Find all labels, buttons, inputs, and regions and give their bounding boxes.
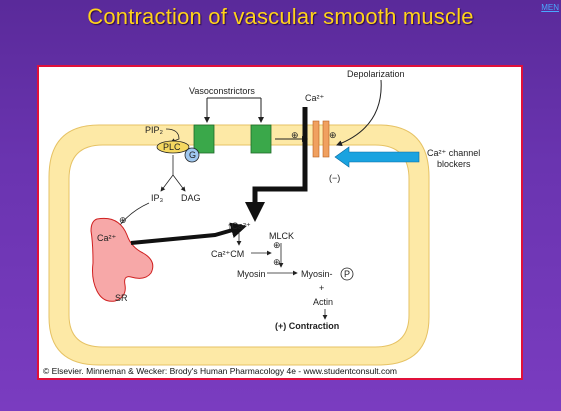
ca-channel-right bbox=[322, 120, 330, 158]
phosphate-circle bbox=[340, 267, 354, 281]
depolarization-label: Depolarization bbox=[347, 69, 405, 79]
plus-channel-1: ⊕ bbox=[291, 130, 299, 140]
plus-channel-2: ⊕ bbox=[329, 130, 337, 140]
ip3-label: IP₃ bbox=[151, 193, 164, 203]
figure-frame: Vasoconstrictors Depolarization Ca²⁺ ⊕ ⊕… bbox=[37, 65, 523, 380]
copyright-text: © Elsevier. Minneman & Wecker: Brody's H… bbox=[43, 366, 398, 376]
minus-sign: (−) bbox=[329, 173, 340, 183]
myosin-label: Myosin bbox=[237, 269, 266, 279]
plus-actin: + bbox=[319, 283, 324, 293]
channel-blockers-line1: Ca²⁺ channel bbox=[427, 148, 480, 158]
contraction-label: (+) Contraction bbox=[275, 321, 339, 331]
blocker-arrow bbox=[334, 146, 420, 168]
ca-rise-label: ↑Ca²⁺ bbox=[227, 221, 251, 231]
pip2-label: PIP₂ bbox=[145, 125, 164, 135]
g-protein-label: G bbox=[189, 150, 196, 160]
receptor-2 bbox=[250, 124, 272, 154]
dag-label: DAG bbox=[181, 193, 201, 203]
plus-mlck: ⊕ bbox=[273, 240, 281, 250]
plc-oval bbox=[156, 140, 190, 154]
sarcoplasmic-reticulum bbox=[90, 217, 154, 302]
slide-title: Contraction of vascular smooth muscle bbox=[87, 4, 474, 29]
receptor-1 bbox=[193, 124, 215, 154]
vasoconstrictors-label: Vasoconstrictors bbox=[189, 86, 255, 96]
g-protein bbox=[184, 147, 200, 163]
mlck-label: MLCK bbox=[269, 231, 294, 241]
ca-channel-left bbox=[312, 120, 320, 158]
p-letter: P bbox=[344, 269, 350, 279]
diagram-svg: Vasoconstrictors Depolarization Ca²⁺ ⊕ ⊕… bbox=[48, 69, 480, 366]
plus-ip3: ⊕ bbox=[119, 215, 127, 225]
ca-top-label: Ca²⁺ bbox=[305, 93, 325, 103]
sr-release-arrow bbox=[130, 222, 247, 245]
menu-link[interactable]: MEN bbox=[541, 3, 559, 12]
channel-blockers-line2: blockers bbox=[437, 159, 471, 169]
ca-cm-label: Ca²⁺CM bbox=[211, 249, 244, 259]
plus-myosin: ⊕ bbox=[273, 257, 281, 267]
myosin-p-label: Myosin- bbox=[301, 269, 333, 279]
sr-label: SR bbox=[115, 293, 128, 303]
ca-influx-arrow bbox=[245, 107, 308, 222]
actin-label: Actin bbox=[313, 297, 333, 307]
plc-label: PLC bbox=[163, 142, 181, 152]
ca-sr-label: Ca²⁺ bbox=[97, 233, 117, 243]
